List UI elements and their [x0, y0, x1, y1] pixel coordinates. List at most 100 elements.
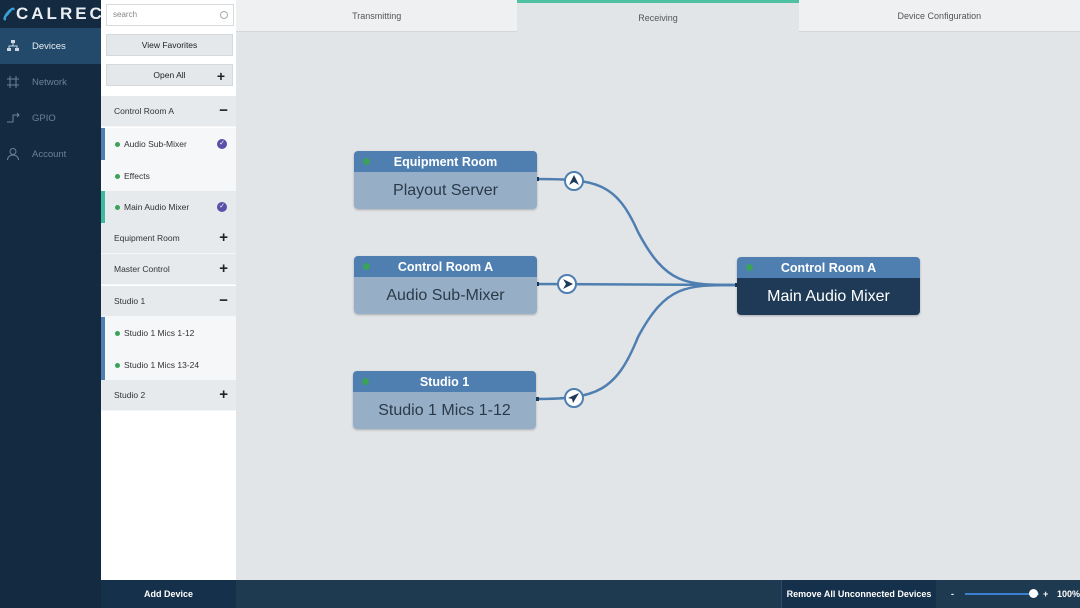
status-dot	[363, 158, 370, 165]
group-label: Control Room A	[114, 106, 174, 116]
tab-transmitting[interactable]: Transmitting	[236, 0, 518, 32]
device-label: Studio 1 Mics 1-12	[124, 328, 195, 338]
nav-item-devices[interactable]: Devices	[0, 28, 101, 64]
node-header: Equipment Room	[354, 151, 537, 172]
tab-receiving[interactable]: Receiving	[517, 0, 799, 32]
direction-arrow-icon[interactable]	[564, 171, 584, 191]
node-room-label: Control Room A	[780, 260, 877, 275]
search-placeholder: search	[113, 10, 138, 19]
nav-item-label: Devices	[32, 40, 66, 52]
list-item-effects[interactable]: Effects	[101, 160, 236, 192]
node-device-label: Studio 1 Mics 1-12	[353, 392, 536, 429]
remove-unconnected-button[interactable]: Remove All Unconnected Devices	[781, 580, 936, 608]
connection-line	[535, 177, 737, 287]
direction-arrow-icon[interactable]	[557, 274, 577, 294]
search-input[interactable]: search	[106, 4, 234, 26]
output-port	[535, 177, 539, 181]
zoom-slider-handle[interactable]	[1029, 589, 1038, 598]
group-studio-1[interactable]: Studio 1 −	[101, 286, 236, 317]
connection-lines	[535, 171, 739, 408]
grid-icon	[7, 76, 19, 88]
expand-icon[interactable]: +	[219, 260, 228, 277]
list-item-main-audio-mixer[interactable]: Main Audio Mixer ✓	[101, 191, 236, 223]
expand-icon[interactable]: +	[219, 386, 228, 403]
direction-arrow-icon[interactable]	[564, 388, 584, 408]
source-node-audio-sub-mixer[interactable]: Control Room A Audio Sub-Mixer	[354, 256, 537, 314]
calrec-logo: CALREC	[0, 0, 102, 28]
node-header: Studio 1	[353, 371, 536, 392]
zoom-out-button[interactable]: -	[951, 589, 954, 599]
source-node-studio-1-mics[interactable]: Studio 1 Studio 1 Mics 1-12	[353, 371, 536, 429]
node-header: Control Room A	[354, 256, 537, 277]
tab-device-configuration[interactable]: Device Configuration	[798, 0, 1080, 32]
status-dot	[115, 363, 120, 368]
output-port	[535, 397, 539, 401]
nav-item-network[interactable]: Network	[0, 64, 101, 100]
output-port	[535, 282, 539, 286]
search-icon	[220, 11, 228, 19]
group-label: Studio 1	[114, 296, 146, 306]
status-dot	[115, 331, 120, 336]
view-favorites-button[interactable]: View Favorites	[106, 34, 233, 56]
logo-text: CALREC	[16, 4, 105, 23]
group-control-room-a[interactable]: Control Room A −	[101, 96, 236, 127]
status-dot	[746, 264, 753, 271]
gpio-icon	[7, 112, 20, 123]
device-list-panel: search View Favorites Open All + Control…	[101, 0, 236, 580]
group-master-control[interactable]: Master Control +	[101, 254, 236, 285]
group-equipment-room[interactable]: Equipment Room +	[101, 223, 236, 254]
node-device-label: Audio Sub-Mixer	[354, 277, 537, 314]
left-nav: CALREC Devices Network GPIO Account	[0, 0, 102, 608]
main-area: Transmitting Receiving Device Configurat…	[236, 0, 1080, 580]
open-all-button[interactable]: Open All +	[106, 64, 233, 86]
group-studio-2[interactable]: Studio 2 +	[101, 380, 236, 411]
zoom-percent: 100%	[1056, 589, 1080, 599]
nav-item-label: GPIO	[32, 112, 56, 124]
group-label: Master Control	[114, 264, 170, 274]
expand-icon[interactable]: +	[219, 229, 228, 246]
node-device-label: Playout Server	[354, 172, 537, 209]
device-label: Audio Sub-Mixer	[124, 139, 187, 149]
nav-item-account[interactable]: Account	[0, 136, 101, 172]
device-label: Effects	[124, 171, 150, 181]
status-dot	[115, 174, 120, 179]
zoom-slider[interactable]	[965, 589, 1039, 598]
logo-ring-icon	[1, 5, 17, 23]
check-icon: ✓	[217, 139, 227, 149]
bottom-bar: Add Device Remove All Unconnected Device…	[101, 580, 1080, 608]
devices-icon	[7, 40, 19, 51]
list-item-studio-1-mics-13-24[interactable]: Studio 1 Mics 13-24	[101, 349, 236, 381]
destination-node-main-audio-mixer[interactable]: Control Room A Main Audio Mixer	[737, 257, 920, 315]
node-room-label: Control Room A	[397, 259, 494, 274]
device-label: Main Audio Mixer	[124, 202, 190, 212]
group-indicator-bar	[101, 317, 105, 349]
group-label: Studio 2	[114, 390, 146, 400]
list-item-studio-1-mics-1-12[interactable]: Studio 1 Mics 1-12	[101, 317, 236, 349]
plus-icon: +	[216, 68, 225, 84]
node-header: Control Room A	[737, 257, 920, 278]
routing-canvas[interactable]: Equipment Room Playout Server Control Ro…	[236, 32, 1080, 580]
status-dot	[363, 263, 370, 270]
node-room-label: Equipment Room	[393, 154, 498, 169]
group-label: Equipment Room	[114, 233, 180, 243]
open-all-label: Open All	[153, 70, 186, 80]
node-device-label: Main Audio Mixer	[737, 278, 920, 315]
list-item-audio-sub-mixer[interactable]: Audio Sub-Mixer ✓	[101, 128, 236, 160]
status-dot	[115, 205, 120, 210]
tab-bar: Transmitting Receiving Device Configurat…	[236, 0, 1080, 32]
group-indicator-bar	[101, 349, 105, 381]
device-label: Studio 1 Mics 13-24	[124, 360, 200, 370]
add-device-button[interactable]: Add Device	[101, 580, 236, 608]
group-indicator-bar	[101, 128, 105, 160]
view-favorites-label: View Favorites	[141, 40, 198, 50]
nav-item-label: Network	[32, 76, 67, 88]
nav-item-label: Account	[32, 148, 67, 160]
zoom-in-button[interactable]: +	[1042, 589, 1049, 599]
nav-item-gpio[interactable]: GPIO	[0, 100, 101, 136]
selected-indicator-bar	[101, 191, 105, 223]
collapse-icon[interactable]: −	[219, 102, 228, 119]
source-node-playout-server[interactable]: Equipment Room Playout Server	[354, 151, 537, 209]
zoom-control: - + 100%	[947, 580, 1080, 608]
collapse-icon[interactable]: −	[219, 292, 228, 309]
